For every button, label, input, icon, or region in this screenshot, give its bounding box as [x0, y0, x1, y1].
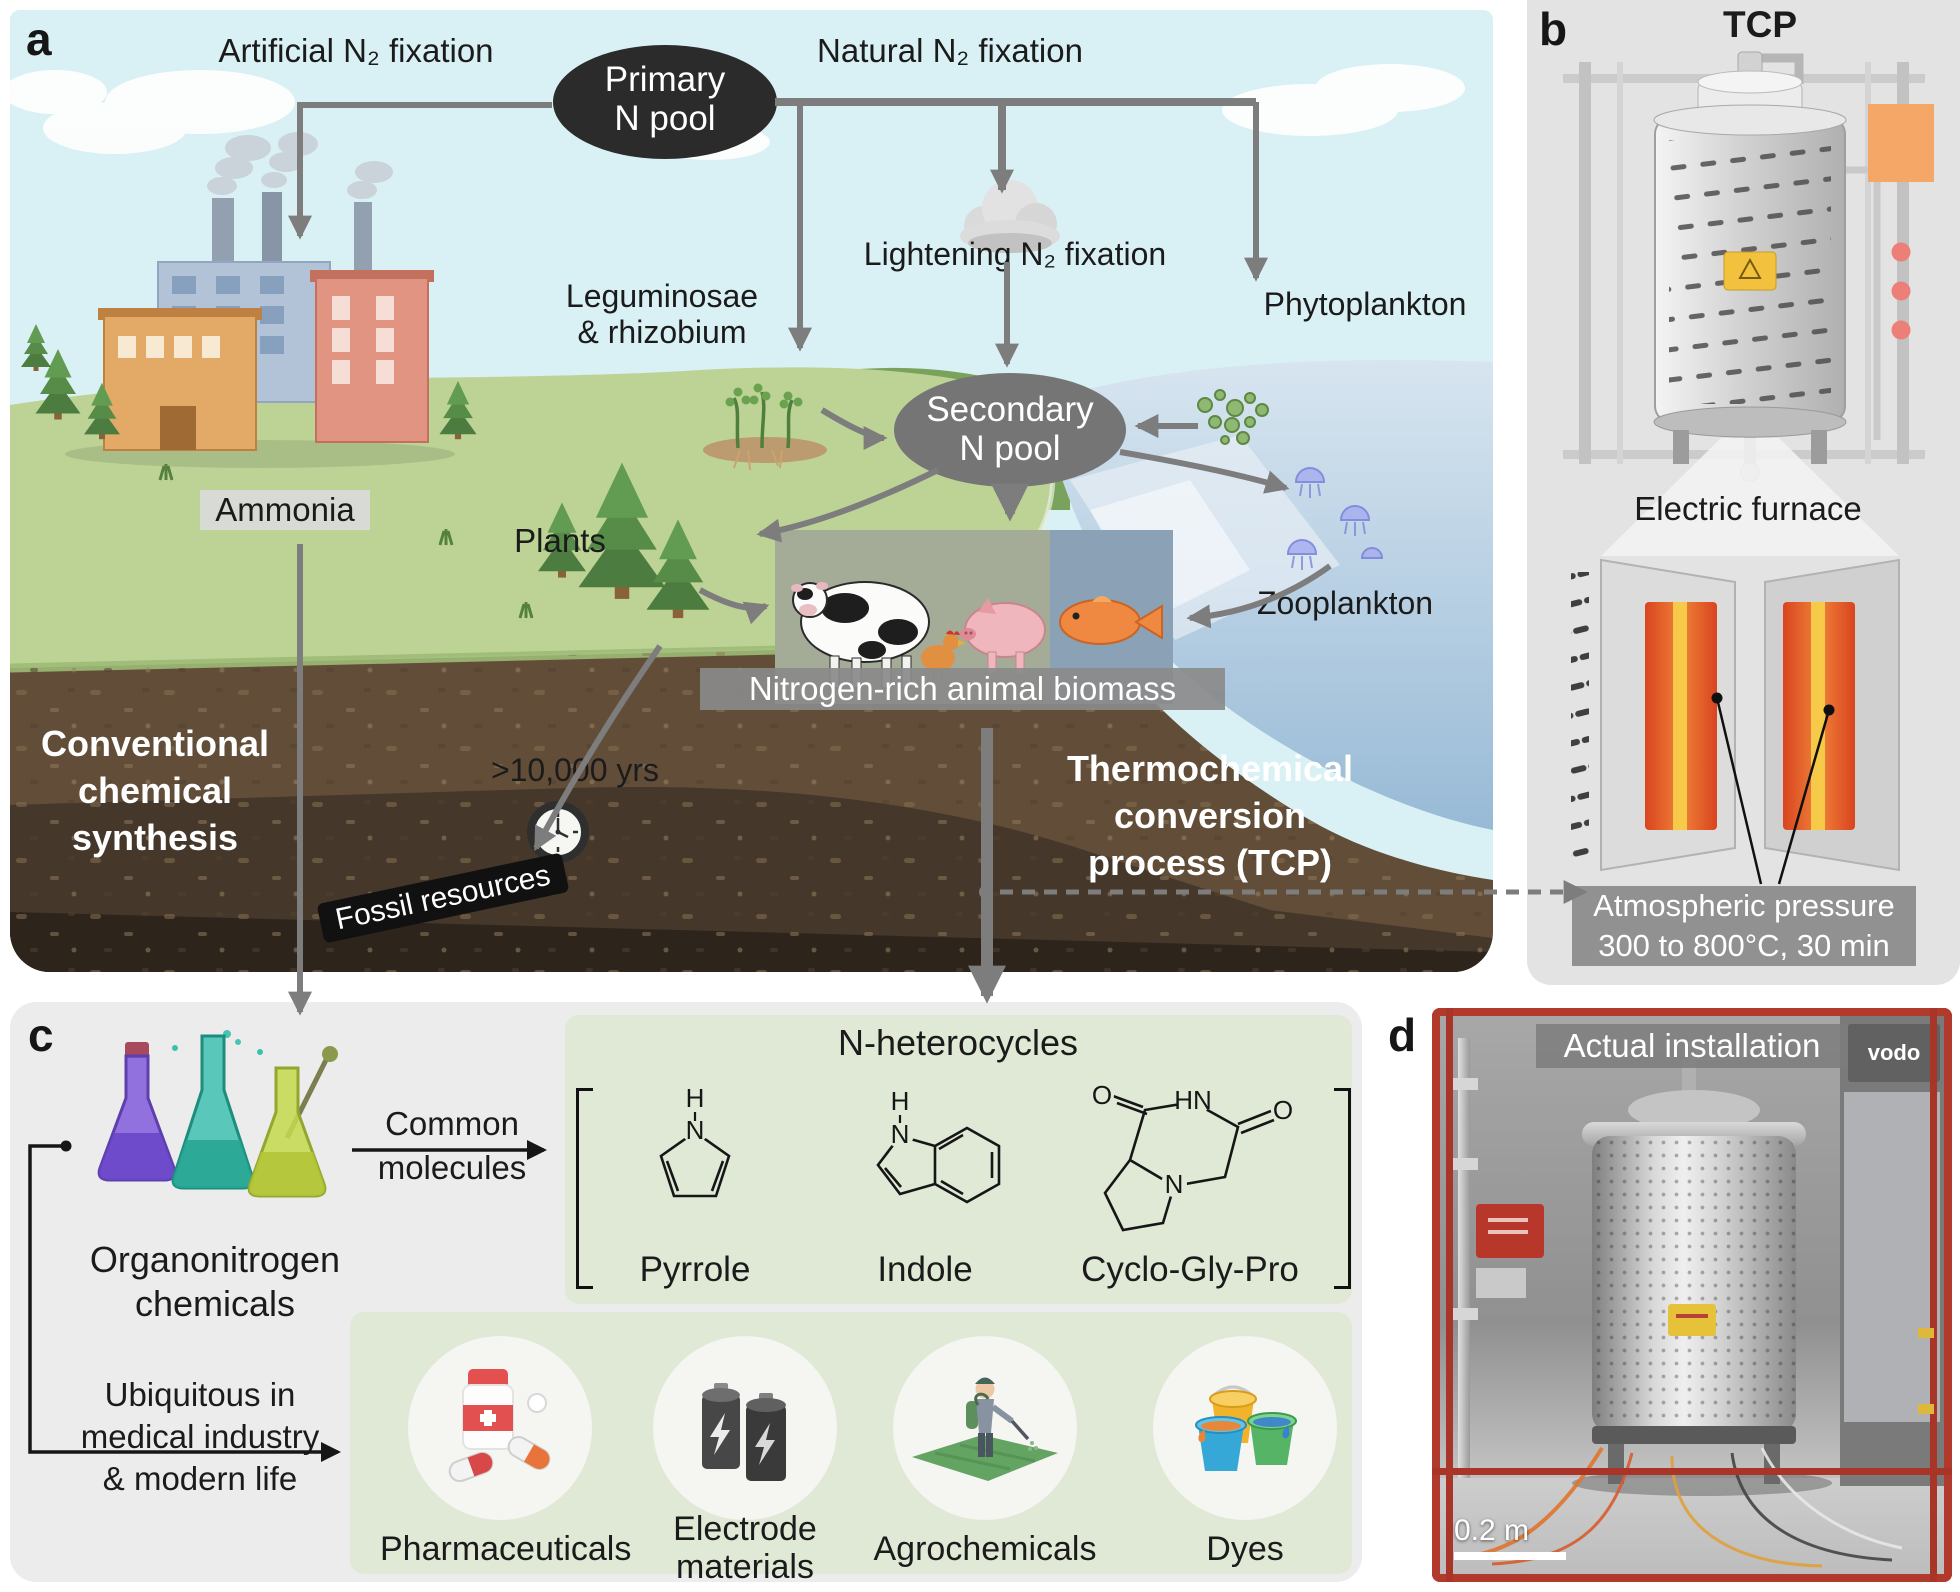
agrochemicals-icon — [893, 1336, 1077, 1520]
panel-b-label: b — [1539, 3, 1568, 55]
panel-b: b TCP Electric furnace Atmospheric press… — [1527, 0, 1960, 985]
grass — [158, 464, 534, 619]
flasks-icon — [97, 1030, 338, 1198]
indole-structure: H N — [876, 1090, 1001, 1204]
panel-d-label: d — [1388, 1009, 1417, 1061]
heating-elements-icon — [1571, 558, 1900, 885]
zooplankton-label: Zooplankton — [1256, 585, 1434, 621]
tcp-title: TCP — [1723, 4, 1797, 45]
panel-c: c Organonitrogen chemicals Common molecu… — [10, 1002, 1362, 1582]
factory-icon — [65, 132, 455, 468]
cloud-icon — [960, 180, 1060, 253]
electrode-materials-label: Electrode materials — [673, 1510, 817, 1582]
clouds-icon — [10, 64, 1465, 160]
frame-bar — [1432, 1008, 1952, 1016]
frame-bar — [1930, 1008, 1937, 1582]
pyrrole-n: N — [686, 1115, 705, 1145]
panel-c-label: c — [28, 1009, 54, 1061]
lightening-fixation-label: Lightening N₂ fixation — [863, 236, 1167, 272]
gas-line-pipe — [1458, 1038, 1470, 1478]
panel-d: vodo — [1432, 1008, 1952, 1582]
dyes-icon — [1153, 1336, 1337, 1520]
tcp-process-label: Thermochemical conversion process (TCP) — [1066, 748, 1354, 883]
panel-a-label: a — [26, 13, 52, 65]
pipe-fitting — [1450, 1158, 1478, 1170]
artificial-fixation-label: Artificial N₂ fixation — [218, 32, 494, 69]
cyclo-gly-pro-structure: HN N O O — [1090, 1080, 1295, 1232]
valve-box — [1476, 1268, 1526, 1298]
indole-label: Indole — [877, 1250, 973, 1289]
natural-fixation-label: Natural N₂ fixation — [817, 32, 1083, 69]
cyclo-o-left: O — [1092, 1080, 1112, 1110]
plastic-sheet — [1844, 1092, 1940, 1422]
furnace-base — [1592, 1426, 1796, 1444]
electric-furnace-icon — [1653, 51, 1881, 482]
electric-furnace-label: Electric furnace — [1634, 490, 1862, 527]
zooplankton-icon — [1286, 467, 1384, 570]
heterocycles-box — [565, 1015, 1352, 1304]
mass-flow-controller — [1476, 1204, 1544, 1258]
heterocycles-title: N-heterocycles — [837, 1022, 1079, 1063]
pharmaceuticals-icon — [408, 1336, 592, 1520]
conventional-synthesis-label: Conventional chemical synthesis — [40, 723, 269, 858]
frame-bar — [1432, 1008, 1440, 1582]
pyrrole-h: H — [686, 1085, 705, 1113]
tcp-furnace-illustration — [1563, 51, 1934, 885]
indole-n: N — [891, 1119, 910, 1149]
common-molecules-label: Common molecules — [377, 1105, 527, 1186]
conditions-label: Atmospheric pressure 300 to 800°C, 30 mi… — [1572, 886, 1916, 966]
right-bracket — [1334, 1088, 1351, 1289]
ubiquitous-label: Ubiquitous in medical industry & modern … — [80, 1376, 320, 1497]
pharmaceuticals-label: Pharmaceuticals — [380, 1530, 632, 1568]
actual-installation-label: Actual installation — [1536, 1024, 1848, 1068]
frame-bar — [1432, 1468, 1952, 1475]
pipe-fitting — [1450, 1308, 1478, 1320]
pyrrole-structure: H N — [659, 1085, 731, 1198]
secondary-pool-ellipse — [894, 373, 1126, 487]
phytoplankton-icon — [1197, 389, 1269, 445]
ammonia-label: Ammonia — [200, 490, 370, 530]
scale-bar — [1454, 1552, 1566, 1560]
frame-bar — [1432, 1574, 1952, 1582]
installed-furnace — [1592, 1136, 1796, 1432]
cyclo-n: N — [1165, 1169, 1184, 1199]
cyclo-hn: HN — [1174, 1085, 1212, 1115]
panel-a: a Artificial N₂ fixation Primary N pool … — [10, 10, 1493, 972]
warning-sticker — [1668, 1304, 1716, 1336]
cyclo-gly-pro-label: Cyclo-Gly-Pro — [1081, 1250, 1299, 1289]
leguminosae-label: Leguminosae & rhizobium — [565, 278, 759, 350]
zoom-beam — [1601, 438, 1899, 556]
indole-h: H — [891, 1090, 910, 1116]
fossil-years-label: >10,000 yrs — [490, 752, 660, 788]
primary-pool-ellipse — [553, 45, 777, 159]
pyrrole-label: Pyrrole — [639, 1250, 751, 1289]
phytoplankton-label: Phytoplankton — [1263, 286, 1467, 322]
electrode-materials-icon — [653, 1336, 837, 1520]
yellow-tag — [1918, 1328, 1934, 1338]
plants-label: Plants — [514, 522, 606, 559]
frame-bar — [1446, 1008, 1453, 1582]
red-dots — [1891, 242, 1911, 340]
scale-bar-label: 0.2 m — [1454, 1514, 1530, 1547]
cyclo-o-right: O — [1273, 1095, 1293, 1125]
organonitrogen-label: Organonitrogen chemicals — [89, 1239, 341, 1324]
dyes-label: Dyes — [1206, 1530, 1284, 1568]
yellow-tag — [1918, 1404, 1934, 1414]
cabling — [1471, 1446, 1903, 1568]
primary-pool-label: Primary N pool — [604, 60, 726, 138]
agrochemicals-label: Agrochemicals — [873, 1530, 1097, 1568]
animal-biomass-label: Nitrogen-rich animal biomass — [700, 668, 1225, 710]
legume-plants-icon — [703, 383, 827, 471]
pipe-fitting — [1450, 1078, 1478, 1090]
left-bracket — [576, 1088, 593, 1289]
vodo-logo: vodo — [1848, 1024, 1940, 1082]
secondary-pool-label: Secondary N pool — [926, 390, 1094, 468]
frame-bar — [1944, 1008, 1952, 1582]
orange-swatch — [1868, 104, 1934, 182]
nitrogen-cycle-scene — [10, 10, 1493, 972]
